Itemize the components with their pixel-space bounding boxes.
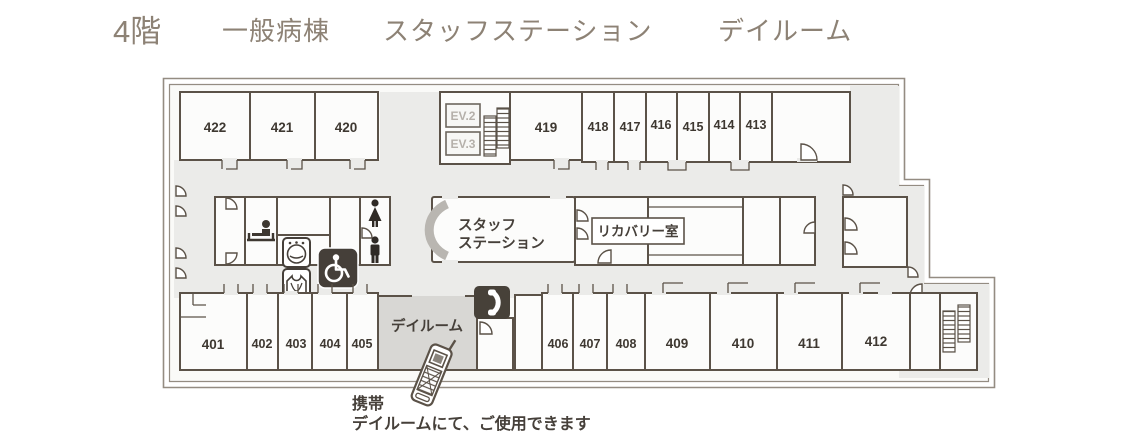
room-409: [644, 292, 711, 371]
room-405: [346, 292, 379, 371]
room-label: 407: [580, 337, 601, 351]
room-421: [249, 91, 316, 161]
title-area-3: デイルーム: [718, 16, 852, 46]
room-420: [314, 91, 379, 161]
room-small-b: [514, 294, 543, 371]
elevator-block: EV.2 EV.3: [439, 91, 511, 165]
bottom-rooms: デイルーム: [179, 282, 978, 371]
room-label: 417: [620, 120, 641, 134]
room-label: 403: [286, 337, 307, 351]
day-room-label: デイルーム: [391, 317, 463, 335]
room-422: [179, 91, 251, 161]
elevator-3-box: [445, 131, 481, 156]
recovery-room-label-box: [591, 217, 685, 245]
top-rooms: 422 421 420 419 418 417 416 415 414 413: [179, 91, 851, 171]
room-406: [541, 292, 574, 371]
room-label: 416: [651, 118, 672, 132]
room-411: [776, 292, 843, 371]
room-label: 409: [666, 336, 689, 351]
title-area-1: 一般病棟: [222, 16, 330, 46]
room-label: 419: [535, 120, 558, 135]
room-label: 421: [271, 120, 294, 135]
elevator-2-label: EV.2: [451, 109, 476, 123]
top-room-doors: [221, 143, 818, 171]
room-419: [509, 91, 583, 161]
caption-line2: デイルームにて、ご使用できます: [352, 414, 591, 433]
room-label: 413: [746, 118, 767, 132]
male-toilet-icon: [370, 236, 380, 263]
caption-line1: 携帯: [352, 394, 384, 413]
corridor-door-arcs: [175, 185, 187, 279]
room-label: 418: [588, 120, 609, 134]
stairs-icon: [942, 304, 971, 353]
room-label: 406: [548, 337, 569, 351]
staff-station-label-line1: スタッフ: [458, 217, 516, 234]
room-label: 404: [320, 337, 341, 351]
room-label: 420: [335, 120, 358, 135]
room-403: [277, 292, 313, 371]
elevator-2-box: [445, 103, 481, 128]
staff-counter: [424, 199, 450, 261]
public-phone-icon: [474, 286, 510, 319]
right-middle-room: [842, 184, 923, 297]
staff-station-label-line2: ステーション: [458, 236, 545, 252]
room-401: [179, 292, 248, 371]
room-label: 422: [204, 120, 227, 135]
room-label: 402: [252, 337, 273, 351]
caption: 携帯 デイルームにて、ご使用できます: [352, 394, 591, 433]
room-412: [841, 292, 911, 371]
bathing-person-icon: [247, 220, 275, 242]
room-410: [709, 292, 778, 371]
room-416: [645, 91, 678, 163]
room-label: 411: [798, 336, 820, 351]
room-label: 401: [202, 337, 225, 352]
room-label: 408: [616, 337, 637, 351]
room-label: 415: [683, 120, 704, 134]
room-407: [572, 292, 608, 371]
room-415: [676, 91, 710, 163]
room-label: 410: [732, 336, 755, 351]
room-label: 414: [714, 118, 735, 132]
room-402: [246, 292, 279, 371]
title-area-2: スタッフステーション: [383, 16, 652, 46]
door-swing-arc: [800, 143, 818, 161]
room-413: [739, 91, 773, 163]
room-small-c: [909, 292, 941, 371]
room-404: [311, 292, 348, 371]
room-label: 405: [352, 337, 373, 351]
stairs-icon: [483, 107, 510, 157]
recovery-room-block: リカバリー室: [574, 196, 816, 266]
recovery-room-label: リカバリー室: [598, 223, 679, 239]
floor-label: 4階: [113, 14, 161, 49]
mobile-phone-icon: [410, 339, 457, 407]
washing-machine-icon: [282, 237, 311, 268]
room-414: [708, 91, 741, 163]
elevator-3-label: EV.3: [451, 137, 476, 151]
room-label: 412: [865, 334, 888, 349]
female-toilet-icon: [368, 199, 382, 227]
wheelchair-accessible-toilet-icon: [317, 247, 359, 289]
page-title: 4階 一般病棟 スタッフステーション デイルーム: [113, 14, 852, 49]
bath-toilet-block: [214, 196, 391, 266]
staff-station: スタッフ ステーション: [424, 195, 576, 264]
bottom-room-doors: [223, 282, 892, 295]
room-408: [606, 292, 646, 371]
